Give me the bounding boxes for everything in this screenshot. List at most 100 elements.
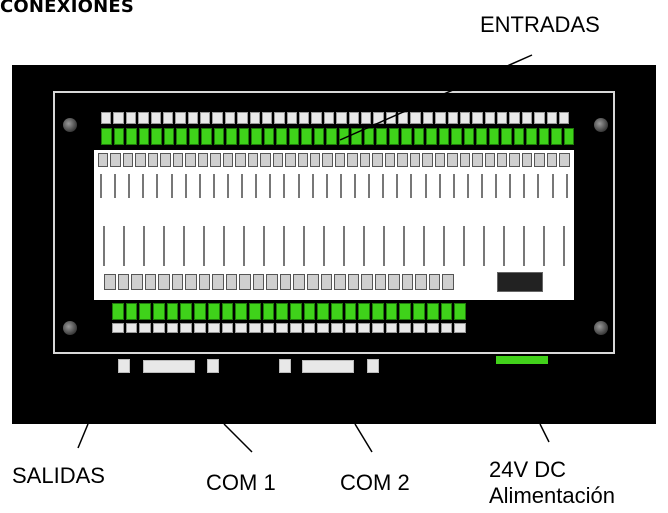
salidas-leader: [77, 423, 89, 449]
terminal-pin: [558, 112, 570, 124]
terminal-pin: [472, 153, 483, 167]
terminal-pin: [276, 303, 288, 320]
terminal-pin: [135, 153, 146, 167]
terminal-pin: [185, 274, 197, 290]
silkscreen-mark: [452, 174, 455, 198]
terminal-pin: [399, 303, 412, 320]
terminal-pin: [276, 128, 287, 145]
terminal-pin: [235, 153, 246, 167]
silkscreen-mark: [565, 174, 568, 198]
screw-bottom-left: [63, 321, 77, 335]
terminal-pin: [153, 323, 165, 333]
terminal-pin: [112, 323, 124, 333]
silkscreen-mark: [438, 174, 441, 198]
silkscreen-mark: [509, 174, 512, 198]
terminal-pin: [497, 153, 508, 167]
terminal-pin: [122, 153, 134, 167]
terminal-pin: [322, 153, 333, 167]
input-silkscreen: [94, 174, 574, 198]
silkscreen-mark: [156, 174, 159, 198]
terminal-pin: [160, 153, 171, 167]
terminal-pin: [104, 274, 116, 290]
terminal-pin: [279, 274, 292, 290]
silkscreen-mark: [382, 174, 385, 198]
terminal-pin: [285, 153, 296, 167]
terminal-pin: [401, 274, 414, 290]
terminal-pin: [239, 274, 251, 290]
terminal-pin: [110, 153, 121, 167]
silkscreen-mark: [255, 174, 258, 198]
terminal-pin: [413, 323, 425, 333]
com1-screw-left: [118, 359, 130, 373]
terminal-pin: [113, 128, 124, 145]
terminal-pin: [313, 128, 324, 145]
terminal-pin: [344, 303, 357, 320]
entradas-label: ENTRADAS: [480, 12, 600, 37]
terminal-pin: [351, 128, 362, 145]
terminal-pin: [463, 128, 474, 145]
terminal-pin: [559, 153, 570, 167]
page-title: CONEXIONES: [0, 0, 135, 17]
output-terminal-block: [112, 303, 466, 320]
terminal-pin: [150, 112, 161, 124]
terminal-pin: [101, 128, 112, 145]
terminal-pin: [101, 112, 112, 124]
silkscreen-mark: [184, 174, 187, 198]
terminal-pin: [344, 323, 357, 333]
terminal-pin: [288, 128, 299, 145]
input-screw-row: [98, 153, 570, 167]
silkscreen-mark: [241, 174, 244, 198]
terminal-pin: [384, 153, 396, 167]
terminal-pin: [125, 303, 138, 320]
silkscreen-mark: [123, 226, 125, 266]
terminal-pin: [358, 323, 371, 333]
power-leader: [539, 423, 550, 443]
terminal-pin: [442, 274, 454, 290]
com1-leader: [223, 423, 253, 453]
terminal-pin: [289, 323, 302, 333]
terminal-pin: [331, 323, 343, 333]
com1-port: [143, 360, 195, 373]
terminal-pin: [187, 112, 198, 124]
terminal-pin: [509, 112, 520, 124]
terminal-pin: [347, 153, 358, 167]
terminal-pin: [360, 112, 372, 124]
screw-top-right: [594, 118, 608, 132]
terminal-pin: [336, 112, 347, 124]
silkscreen-mark: [325, 174, 328, 198]
power-supply-text: Alimentación: [489, 483, 615, 508]
terminal-pin: [435, 112, 446, 124]
terminal-pin: [428, 274, 441, 290]
terminal-pin: [198, 274, 211, 290]
terminal-pin: [248, 323, 261, 333]
terminal-pin: [293, 274, 305, 290]
terminal-pin: [194, 323, 206, 333]
terminal-pin: [151, 128, 162, 145]
terminal-pin: [323, 112, 335, 124]
terminal-pin: [225, 274, 238, 290]
terminal-pin: [207, 303, 220, 320]
terminal-pin: [374, 274, 387, 290]
terminal-pin: [401, 128, 412, 145]
power-terminal: [496, 356, 548, 364]
terminal-pin: [131, 274, 143, 290]
terminal-pin: [147, 153, 159, 167]
terminal-pin: [213, 128, 224, 145]
terminal-pin: [297, 153, 308, 167]
silkscreen-mark: [563, 226, 565, 266]
terminal-pin: [260, 153, 271, 167]
terminal-pin: [472, 112, 483, 124]
silkscreen-mark: [495, 174, 498, 198]
terminal-pin: [372, 153, 383, 167]
silkscreen-mark: [368, 174, 371, 198]
com2-port: [302, 360, 354, 373]
terminal-pin: [138, 128, 149, 145]
output-terminal-caps: [112, 323, 466, 333]
terminal-pin: [538, 128, 549, 145]
terminal-pin: [176, 128, 187, 145]
terminal-pin: [484, 112, 495, 124]
terminal-pin: [372, 323, 384, 333]
terminal-pin: [317, 303, 329, 320]
terminal-pin: [331, 303, 343, 320]
terminal-pin: [125, 323, 138, 333]
